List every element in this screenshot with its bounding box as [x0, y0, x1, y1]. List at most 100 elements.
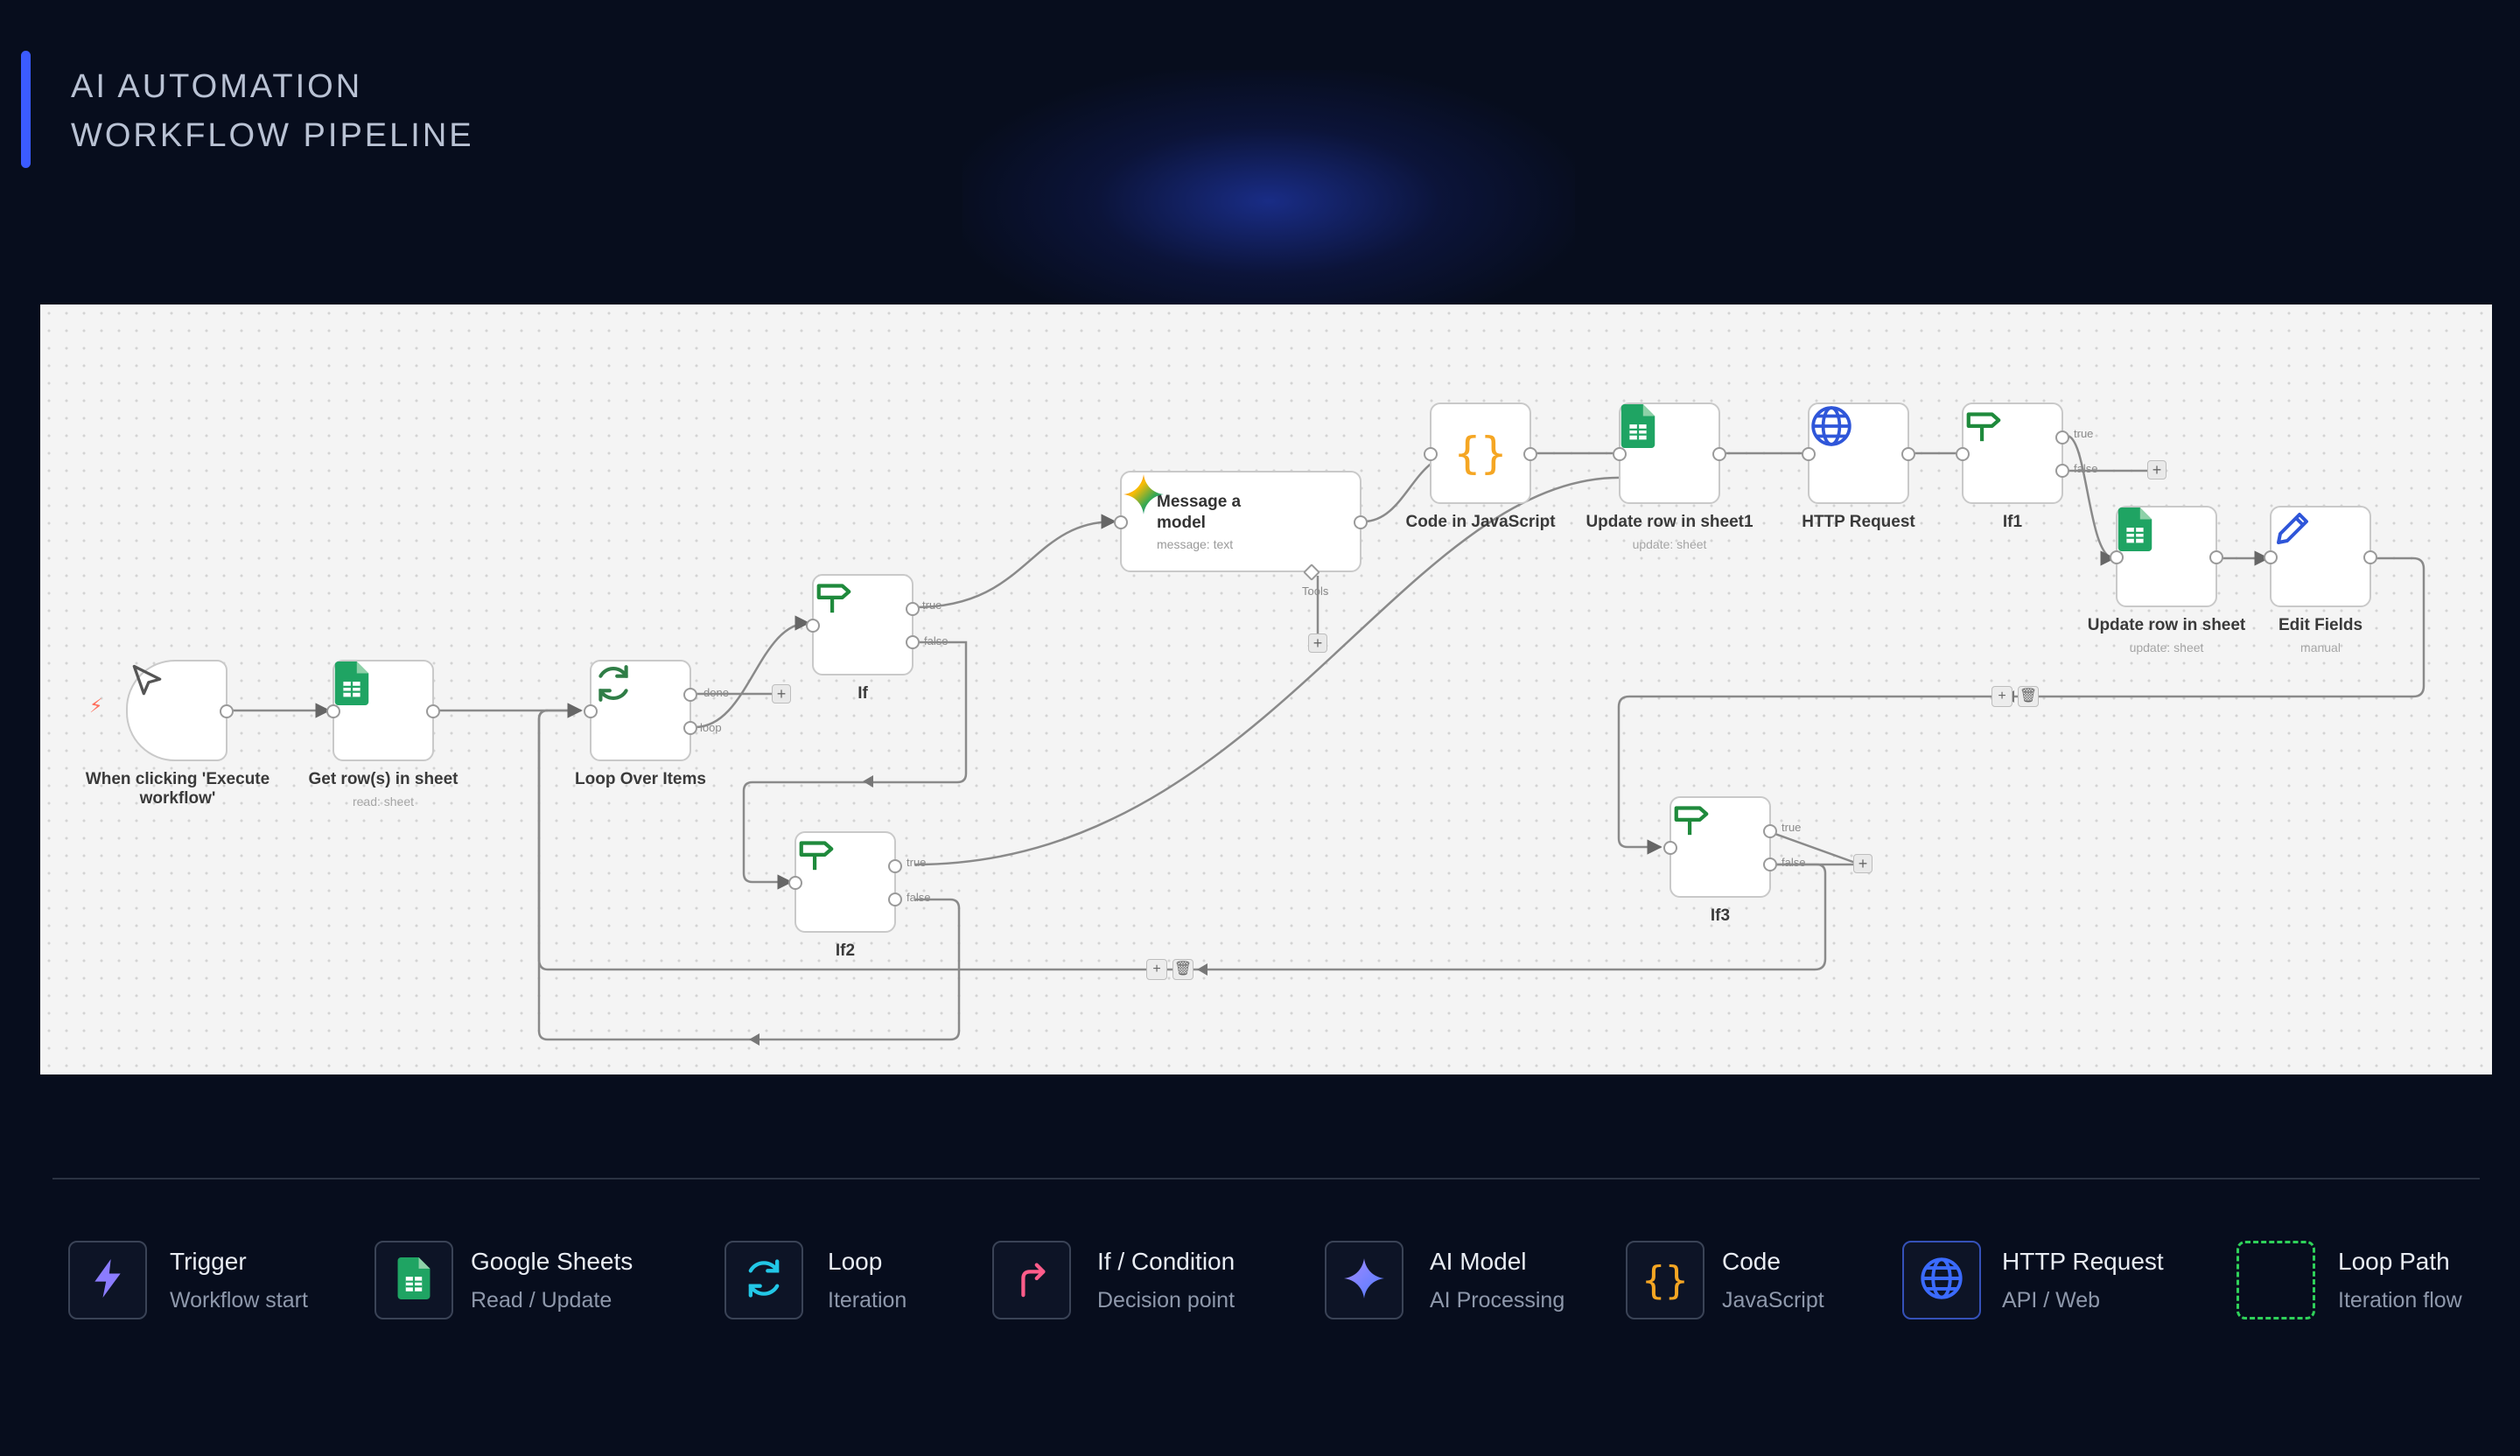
node-update-row-sheet1[interactable]: [1613, 402, 1726, 504]
edge-if1-update[interactable]: [2066, 434, 2116, 566]
add-node-button[interactable]: +: [1146, 959, 1167, 980]
node-edit-fields[interactable]: [2264, 506, 2377, 607]
node-loop-over-items[interactable]: [584, 660, 697, 761]
input-port[interactable]: [788, 876, 802, 890]
legend-icon-box: {}: [1626, 1241, 1704, 1320]
edge-label-false: false: [924, 634, 948, 648]
edge-loop-if[interactable]: [694, 615, 810, 729]
node-update-row1-sub: update: sheet: [1632, 537, 1707, 551]
edge-tools[interactable]: + 🗑: [1992, 686, 2039, 707]
legend-icon-box: [724, 1241, 803, 1320]
edge-label-true: true: [1782, 821, 1802, 834]
legend-title: Google Sheets: [471, 1248, 634, 1275]
dashed-box-icon: [2236, 1241, 2315, 1320]
input-port[interactable]: [1613, 447, 1627, 461]
output-port-done[interactable]: [683, 688, 697, 702]
delete-connection-icon[interactable]: 🗑: [2018, 686, 2039, 707]
output-port-false[interactable]: [888, 892, 902, 906]
output-port-loop[interactable]: [683, 721, 697, 735]
node-if3[interactable]: [1663, 796, 1777, 898]
input-port[interactable]: [2264, 550, 2278, 564]
node-update-row-sheet[interactable]: [2110, 506, 2223, 607]
node-update-row-label: Update row in sheet: [2087, 616, 2246, 634]
google-sheets-icon: [397, 1256, 430, 1304]
input-port[interactable]: [584, 704, 598, 718]
page-title-line1: AI AUTOMATION: [71, 68, 363, 105]
add-node-button[interactable]: +: [1853, 854, 1872, 873]
legend-title: Loop: [828, 1248, 883, 1275]
output-port[interactable]: [1901, 447, 1915, 461]
legend-title: HTTP Request: [2002, 1248, 2164, 1275]
output-port-true[interactable]: [2055, 430, 2069, 444]
input-port[interactable]: [326, 704, 340, 718]
legend-title: Trigger: [170, 1248, 247, 1275]
output-port[interactable]: [426, 704, 440, 718]
section-divider: [52, 1178, 2480, 1180]
trigger-bolt-icon: ⚡: [89, 695, 103, 717]
output-port-false[interactable]: [1763, 858, 1777, 872]
output-port[interactable]: [220, 704, 234, 718]
edge-label-false: false: [2074, 462, 2098, 475]
background-glow: [962, 70, 1575, 332]
legend-sub: API / Web: [2002, 1288, 2101, 1312]
node-message-model[interactable]: Message a model message: text: [1114, 471, 1368, 581]
edge-if3-true[interactable]: [1772, 831, 1861, 866]
output-port[interactable]: [2209, 550, 2223, 564]
node-if2[interactable]: [788, 831, 902, 933]
output-port[interactable]: [1712, 447, 1726, 461]
edge-if3-false-loop[interactable]: [537, 703, 1827, 971]
legend-title: If / Condition: [1097, 1248, 1236, 1275]
output-port[interactable]: [1523, 447, 1537, 461]
output-port-false[interactable]: [906, 635, 920, 649]
legend-sub: Workflow start: [170, 1288, 308, 1312]
node-http-label: HTTP Request: [1802, 513, 1915, 531]
node-trigger[interactable]: [126, 660, 234, 761]
legend-icon-box: [1902, 1241, 1981, 1320]
node-if1[interactable]: [1956, 402, 2069, 504]
output-port[interactable]: [2363, 550, 2377, 564]
input-port[interactable]: [1956, 447, 1970, 461]
edge-label-loop: loop: [700, 721, 722, 734]
input-port[interactable]: [1114, 515, 1128, 529]
legend-title: AI Model: [1430, 1248, 1527, 1275]
legend-title: Loop Path: [2338, 1248, 2450, 1275]
workflow-canvas[interactable]: ⚡ When clicking 'Execute workflow' Get r…: [40, 304, 2492, 1074]
bolt-icon: [88, 1257, 127, 1304]
output-port-true[interactable]: [1763, 824, 1777, 838]
node-if1-label: If1: [2002, 513, 2023, 531]
code-braces-icon: {}: [1453, 428, 1508, 479]
node-get-rows-label: Get row(s) in sheet: [308, 770, 458, 788]
edge-if-false-if2[interactable]: [742, 640, 968, 890]
edge-if-true-model[interactable]: [914, 514, 1116, 609]
edge-tools[interactable]: + 🗑: [1146, 959, 1194, 980]
node-get-rows[interactable]: [326, 660, 440, 761]
input-port[interactable]: [1802, 447, 1816, 461]
node-loop-label: Loop Over Items: [575, 770, 706, 788]
edge-if2-true-update1[interactable]: [914, 476, 1627, 866]
delete-connection-icon[interactable]: 🗑: [1172, 959, 1194, 980]
node-code-javascript[interactable]: {}: [1424, 402, 1537, 504]
add-node-button[interactable]: +: [772, 684, 791, 704]
output-port-true[interactable]: [906, 602, 920, 616]
node-if2-label: If2: [835, 942, 856, 960]
node-code-label: Code in JavaScript: [1405, 513, 1556, 531]
output-port-true[interactable]: [888, 859, 902, 873]
node-get-rows-sub: read: sheet: [352, 794, 415, 808]
input-port[interactable]: [1424, 447, 1438, 461]
add-tool-button[interactable]: +: [1308, 634, 1327, 653]
legend-icon-box: [374, 1241, 453, 1320]
node-http-request[interactable]: [1802, 402, 1915, 504]
input-port[interactable]: [1663, 841, 1677, 855]
input-port[interactable]: [806, 619, 820, 633]
output-port-false[interactable]: [2055, 464, 2069, 478]
legend-sub: JavaScript: [1722, 1288, 1824, 1312]
legend-sub: Iteration: [828, 1288, 907, 1312]
add-node-button[interactable]: +: [2147, 460, 2166, 480]
node-if-label: If: [858, 684, 868, 703]
node-update-row-sub: update: sheet: [2129, 640, 2204, 654]
add-node-button[interactable]: +: [1992, 686, 2012, 707]
edge-label-true: true: [906, 856, 927, 869]
input-port[interactable]: [2110, 550, 2124, 564]
node-if[interactable]: [806, 574, 920, 676]
output-port[interactable]: [1354, 515, 1368, 529]
